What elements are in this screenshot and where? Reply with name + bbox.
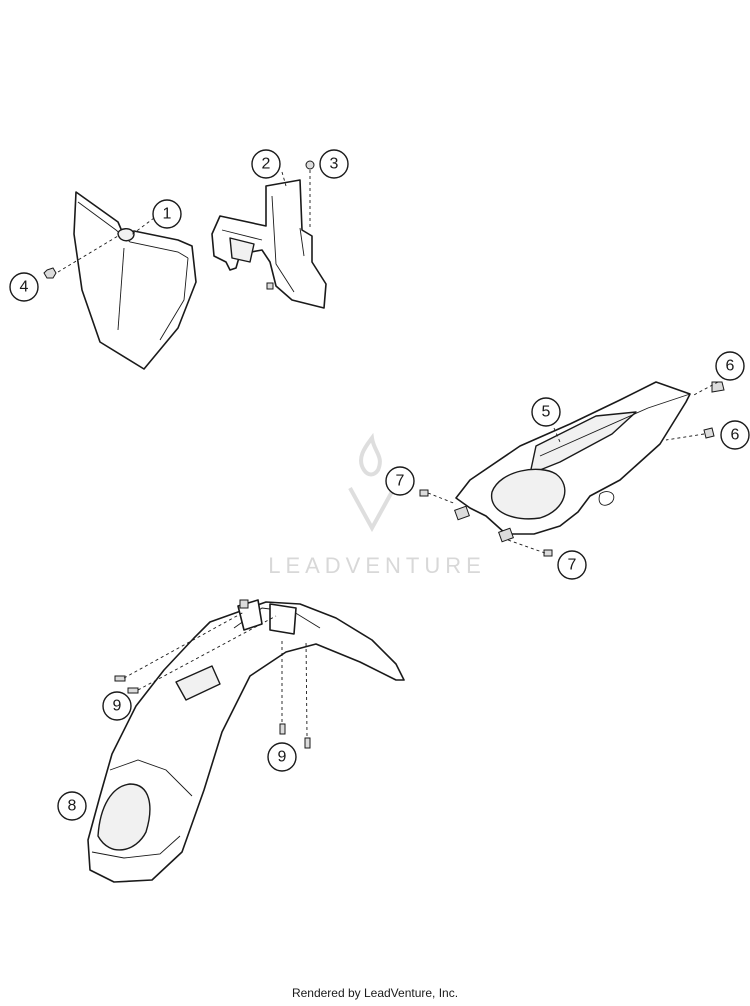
callout-6b: 6 (720, 420, 750, 450)
svg-text:9: 9 (278, 749, 287, 766)
watermark: LEADVENTURE (268, 432, 486, 578)
front-fender-bracket-icon (239, 599, 249, 609)
svg-text:7: 7 (568, 557, 577, 574)
screw-part-4-icon (43, 267, 57, 279)
bolt-part-9-right-icon (304, 737, 311, 749)
leader-lines (57, 170, 719, 737)
svg-text:9: 9 (113, 698, 122, 715)
side-panel-clip-icon (266, 282, 274, 290)
callout-6a: 6 (715, 351, 745, 381)
svg-text:7: 7 (396, 473, 405, 490)
svg-text:6: 6 (731, 427, 740, 444)
rear-fender-mount-icon (454, 505, 470, 521)
callout-8: 8 (57, 791, 87, 821)
svg-text:5: 5 (542, 404, 551, 421)
callout-7b: 7 (557, 550, 587, 580)
part-front-fender (87, 599, 405, 883)
callout-1: 1 (152, 199, 182, 229)
svg-text:1: 1 (163, 206, 172, 223)
rear-fender-mount-icon (498, 527, 514, 543)
svg-text:4: 4 (20, 279, 29, 296)
screw-part-3-icon (305, 160, 315, 170)
callout-2: 2 (251, 149, 281, 179)
watermark-text: LEADVENTURE (268, 553, 486, 578)
callout-7a: 7 (385, 466, 415, 496)
screw-part-7-lower-icon (543, 549, 553, 557)
callout-4: 4 (9, 272, 39, 302)
nut-part-6-upper-icon (711, 381, 725, 393)
part-number-plate (73, 191, 197, 370)
svg-text:8: 8 (68, 798, 77, 815)
part-rear-fender (454, 381, 691, 543)
callout-3: 3 (319, 149, 349, 179)
screw-part-6-lower-icon (703, 427, 715, 439)
callout-5: 5 (531, 397, 561, 427)
callout-9a: 9 (102, 691, 132, 721)
watermark-flame-icon (359, 432, 382, 477)
part-side-panel (211, 179, 327, 309)
svg-text:2: 2 (262, 156, 271, 173)
svg-text:3: 3 (330, 156, 339, 173)
bolt-part-9-middle-icon (127, 687, 139, 694)
watermark-logo-icon (348, 487, 396, 533)
screw-part-7-upper-icon (419, 489, 429, 497)
callout-9b: 9 (267, 742, 297, 772)
bolt-part-9-upper-icon (114, 675, 126, 682)
svg-text:6: 6 (726, 358, 735, 375)
footer-credit: Rendered by LeadVenture, Inc. (291, 986, 459, 1000)
bolt-part-9-left-icon (279, 723, 286, 735)
